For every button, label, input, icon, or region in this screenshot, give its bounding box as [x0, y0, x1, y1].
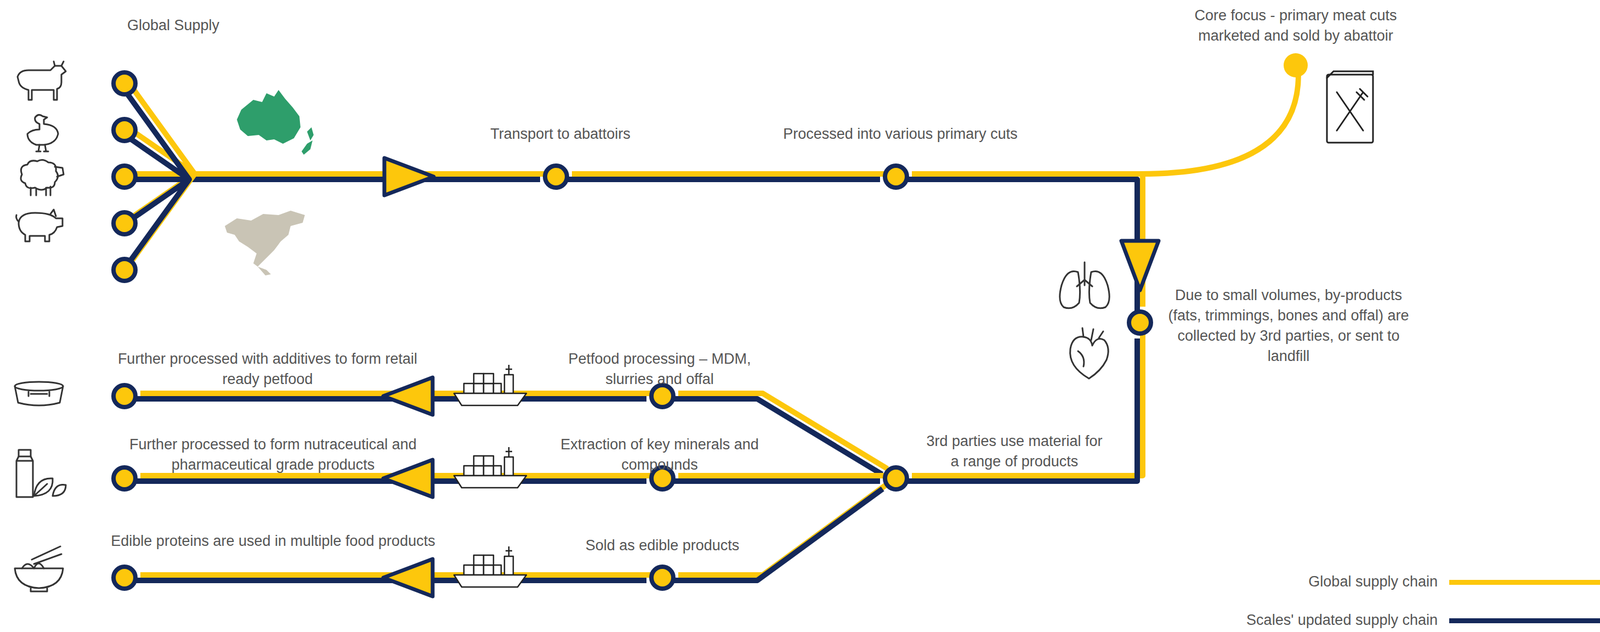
station-label: Due to small volumes, by-products (fats,…: [1156, 285, 1421, 367]
ship-icon: [454, 546, 527, 587]
origin-station: [111, 70, 138, 97]
station-label: Sold as edible products: [585, 535, 740, 556]
station-circle: Further processed with additives to form…: [111, 382, 138, 410]
station-label: Further processed with additives to form…: [114, 348, 422, 390]
supplement-bottle-icon: [16, 449, 66, 497]
station-circle: 3rd parties use material for a range of …: [882, 464, 910, 492]
arrow-head: [384, 157, 434, 196]
global-line: [911, 74, 1299, 174]
scales-line: [134, 176, 541, 183]
scales-line: [672, 488, 883, 581]
supply-chain-connector: [566, 173, 886, 180]
station-circle: Transport to abattoirs: [542, 163, 570, 190]
origin-station: [111, 163, 138, 190]
legend-text: Global supply chain: [1308, 571, 1438, 592]
station-circle: Processed into various primary cuts: [882, 163, 910, 190]
origin-station: [111, 116, 138, 144]
station-label: 3rd parties use material for a range of …: [921, 430, 1108, 472]
supply-chain-connector: [134, 377, 652, 415]
origin-station: [111, 210, 138, 237]
station-label: Petfood processing – MDM, slurries and o…: [544, 348, 775, 390]
global-line: [911, 332, 1143, 476]
station-circle: Edible proteins are used in multiple foo…: [111, 564, 138, 591]
supply-chain-connector: [906, 173, 1159, 312]
legend-text: Scales' updated supply chain: [1246, 609, 1438, 631]
ship-icon: [454, 364, 527, 406]
station-label: Extraction of key minerals and compounds: [538, 434, 781, 475]
station-circle: Further processed to form nutraceutical …: [111, 464, 138, 492]
arrow-head: [1121, 240, 1159, 291]
station-label: Core focus - primary meat cuts marketed …: [1164, 5, 1428, 47]
station-label: Transport to abattoirs: [490, 123, 631, 145]
arrow-head: [383, 459, 433, 497]
supply-chain-connector: [672, 475, 886, 481]
supply-chain-connector: [134, 157, 546, 196]
global-line: [571, 171, 886, 177]
cow-icon: [17, 61, 66, 100]
global-line: [140, 171, 546, 177]
noodle-bowl-icon: [14, 546, 64, 592]
station-label: Edible proteins are used in multiple foo…: [108, 530, 438, 552]
supply-chain-connector: [134, 558, 652, 597]
station-circle: Due to small volumes, by-products (fats,…: [1126, 309, 1154, 336]
station-circle: Petfood processing – MDM, slurries and o…: [649, 382, 676, 410]
legend-swatch: [1449, 579, 1600, 585]
lungs-icon: [1059, 262, 1110, 309]
supply-chain-connector: [911, 74, 1299, 174]
menu-icon: [1326, 71, 1373, 143]
global-line: [678, 472, 886, 479]
end-dot: Core focus - primary meat cuts marketed …: [1283, 53, 1308, 78]
legend-swatch: [1449, 617, 1600, 623]
supply-chain-connector: [672, 483, 889, 581]
arrow-head: [383, 558, 433, 597]
station-circle: Extraction of key minerals and compounds: [649, 464, 676, 492]
origin-station-group: Global Supply: [111, 70, 138, 283]
sheep-icon: [20, 159, 64, 196]
heart-icon: [1070, 327, 1109, 379]
station-circle: Sold as edible products: [649, 564, 676, 591]
petfood-bowl-icon: [14, 381, 64, 406]
station-label: Further processed to form nutraceutical …: [111, 434, 435, 475]
arrow-head: [383, 377, 433, 415]
supply-chain-connector: [672, 393, 888, 475]
station-label: Global Supply: [127, 15, 220, 36]
scales-line: [906, 338, 1138, 481]
scales-line: [906, 179, 1138, 312]
chicken-icon: [27, 114, 59, 152]
supply-chain-connector: [906, 332, 1143, 481]
ship-icon: [454, 446, 527, 488]
station-label: Processed into various primary cuts: [783, 123, 1018, 145]
scales-line: [672, 478, 881, 484]
scales-line: [566, 176, 881, 183]
north-america-map: [224, 210, 305, 276]
pig-icon: [16, 209, 64, 242]
australia-map: [236, 89, 314, 155]
origin-station: [111, 256, 138, 283]
